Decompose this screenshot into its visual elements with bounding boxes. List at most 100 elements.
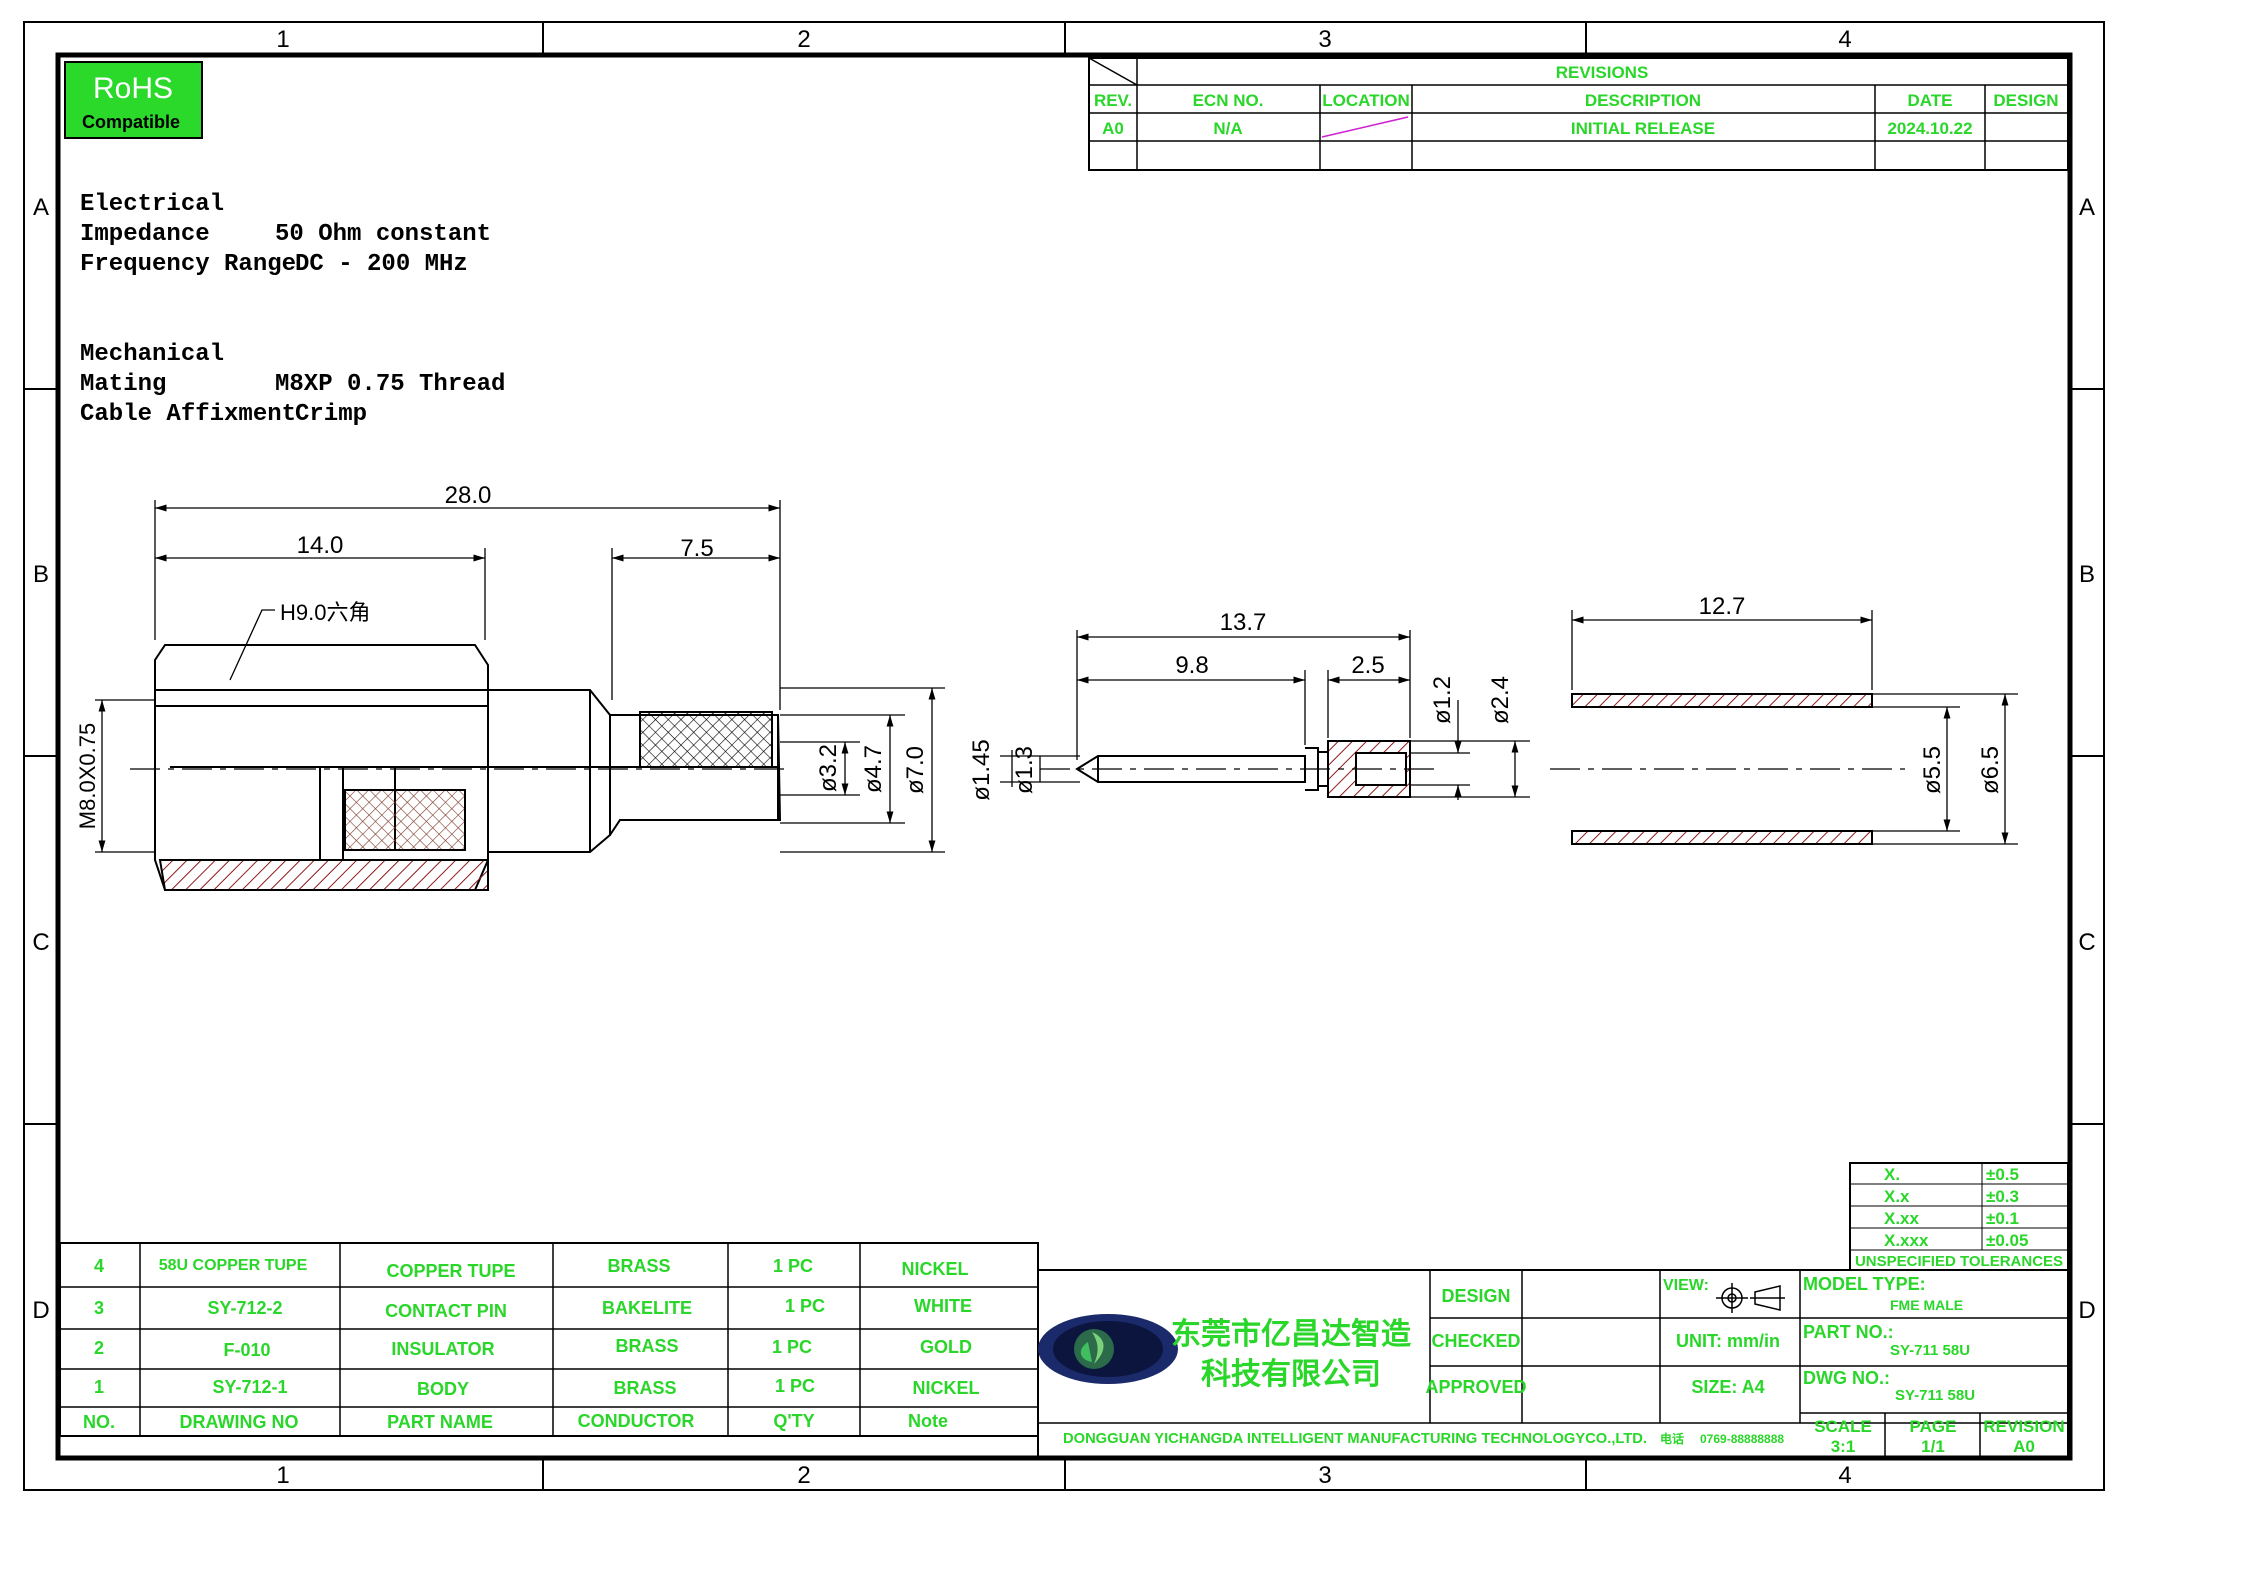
col-label-top-1: 1 — [276, 26, 289, 53]
dim-14: 14.0 — [297, 532, 344, 559]
revision-label: REVISION — [1983, 1417, 2064, 1436]
insulator-section — [344, 789, 466, 851]
rohs-subtitle: Compatible — [82, 112, 180, 132]
row-label-left-d: D — [32, 1297, 49, 1324]
dim-d6-5: ø6.5 — [1977, 746, 2004, 794]
pin-dimension-labels: 13.7 9.8 2.5 ø1.45 ø1.3 ø1.2 ø2.4 — [968, 609, 1514, 801]
bom-qty-2: 1 PC — [772, 1337, 812, 1357]
bom-drawing-1: SY-712-1 — [212, 1377, 287, 1397]
tol-key-4: X.xxx — [1884, 1231, 1929, 1250]
bom-conductor-2: BRASS — [615, 1336, 678, 1356]
rev-row-rev: A0 — [1102, 119, 1124, 138]
row-label-right-d: D — [2078, 1297, 2095, 1324]
bom-qty-3: 1 PC — [785, 1296, 825, 1316]
hex-note: H9.0六角 — [280, 600, 370, 625]
bom-conductor-3: BAKELITE — [602, 1298, 692, 1318]
tol-val-3: ±0.1 — [1986, 1209, 2019, 1228]
bom-note-1: NICKEL — [913, 1378, 980, 1398]
company-cn-line2: 科技有限公司 — [1201, 1358, 1381, 1391]
phone-value: 0769-88888888 — [1700, 1432, 1784, 1446]
mechanical-heading: Mechanical — [80, 341, 224, 368]
rev-row-description: INITIAL RELEASE — [1571, 119, 1715, 138]
bom-note-2: GOLD — [920, 1337, 972, 1357]
bom-no-3: 3 — [94, 1298, 104, 1318]
row-label-left-c: C — [32, 929, 49, 956]
bom-text: 4 58U COPPER TUPE COPPER TUPE BRASS 1 PC… — [83, 1256, 980, 1432]
tol-key-3: X.xx — [1884, 1209, 1920, 1228]
affixment-value: Crimp — [295, 401, 367, 428]
scale-label: SCALE — [1814, 1417, 1872, 1436]
bom-part-2: INSULATOR — [391, 1339, 494, 1359]
impedance-label: Impedance — [80, 221, 210, 248]
ferrule-wall-top — [1571, 693, 1873, 708]
pin-dimension-lines — [1000, 630, 1530, 800]
dim-d1-45: ø1.45 — [968, 739, 995, 800]
revision-value: A0 — [2013, 1437, 2035, 1456]
dim-2-5: 2.5 — [1351, 652, 1384, 679]
dim-d3-2: ø3.2 — [815, 744, 842, 792]
col-label-top-2: 2 — [797, 26, 810, 53]
tol-val-4: ±0.05 — [1986, 1231, 2028, 1250]
row-label-right-b: B — [2079, 561, 2095, 588]
company-name-en: DONGGUAN YICHANGDA INTELLIGENT MANUFACTU… — [1063, 1430, 1647, 1447]
knurl-top — [639, 711, 773, 768]
dim-d4-7: ø4.7 — [860, 745, 887, 793]
rev-header-location: LOCATION — [1322, 91, 1410, 110]
revisions-title: REVISIONS — [1556, 63, 1649, 82]
ferrule-wall-bottom — [1571, 830, 1873, 845]
title-block-text: DESIGN CHECKED APPROVED VIEW: UNIT: mm/i… — [1425, 1274, 2064, 1456]
bom-conductor-4: BRASS — [607, 1256, 670, 1276]
row-label-right-c: C — [2078, 929, 2095, 956]
tol-val-2: ±0.3 — [1986, 1187, 2019, 1206]
bom-drawing-2: F-010 — [223, 1340, 270, 1360]
bom-header-note: Note — [908, 1411, 948, 1431]
bom-header-drawing: DRAWING NO — [180, 1412, 299, 1432]
bom-part-3: CONTACT PIN — [385, 1301, 507, 1321]
ferrule-view — [1550, 693, 1905, 845]
dwg-no-label: DWG NO.: — [1803, 1368, 1890, 1388]
revisions-table: REVISIONS REV. ECN NO. LOCATION DESCRIPT… — [1088, 57, 2069, 171]
page-value: 1/1 — [1921, 1437, 1945, 1456]
col-label-bottom-1: 1 — [276, 1462, 289, 1489]
dim-d5-5: ø5.5 — [1919, 746, 1946, 794]
design-label: DESIGN — [1441, 1286, 1510, 1306]
bom-qty-1: 1 PC — [775, 1376, 815, 1396]
frequency-label: Frequency Range — [80, 251, 296, 278]
bom-conductor-1: BRASS — [613, 1378, 676, 1398]
company-name-cn: 东莞市亿昌达智造 科技有限公司 — [1171, 1317, 1411, 1391]
rohs-badge: RoHS Compatible — [64, 61, 203, 139]
body-section-hatch — [158, 859, 489, 891]
zone-ticks — [24, 22, 2104, 1490]
dim-d7-0: ø7.0 — [902, 746, 929, 794]
col-label-bottom-3: 3 — [1318, 1462, 1331, 1489]
rev-header-ecn: ECN NO. — [1193, 91, 1264, 110]
ferrule-dimension-labels: 12.7 ø5.5 ø6.5 — [1699, 593, 2004, 794]
rev-header-rev: REV. — [1094, 91, 1132, 110]
model-type-value: FME MALE — [1890, 1297, 1963, 1313]
tolerance-table: X. ±0.5 X.x ±0.3 X.xx ±0.1 X.xxx ±0.05 U… — [1849, 1162, 2069, 1271]
dim-9-8: 9.8 — [1175, 652, 1208, 679]
company-cn-line1: 东莞市亿昌达智造 — [1171, 1317, 1411, 1351]
model-type-label: MODEL TYPE: — [1803, 1274, 1926, 1294]
bom-part-1: BODY — [417, 1379, 469, 1399]
tol-key-2: X.x — [1884, 1187, 1910, 1206]
company-logo — [1038, 1314, 1178, 1384]
title-block — [1037, 1269, 2069, 1459]
bom-qty-4: 1 PC — [773, 1256, 813, 1276]
body-dimension-lines — [95, 500, 945, 853]
bom-part-4: COPPER TUPE — [386, 1261, 515, 1281]
col-label-top-3: 3 — [1318, 26, 1331, 53]
bom-header-conductor: CONDUCTOR — [578, 1411, 695, 1431]
bom-header-part: PART NAME — [387, 1412, 493, 1432]
specs-block: Electrical Impedance 50 Ohm constant Fre… — [80, 191, 505, 428]
contact-pin-view — [1040, 740, 1440, 798]
view-label: VIEW: — [1663, 1277, 1709, 1294]
rev-header-description: DESCRIPTION — [1585, 91, 1701, 110]
page-label: PAGE — [1910, 1417, 1957, 1436]
size-label: SIZE: A4 — [1691, 1377, 1764, 1397]
rev-row-ecn: N/A — [1213, 119, 1242, 138]
col-label-bottom-4: 4 — [1838, 1462, 1851, 1489]
approved-label: APPROVED — [1425, 1377, 1526, 1397]
projection-symbol-icon — [1716, 1283, 1785, 1313]
dim-d1-2: ø1.2 — [1429, 676, 1456, 724]
